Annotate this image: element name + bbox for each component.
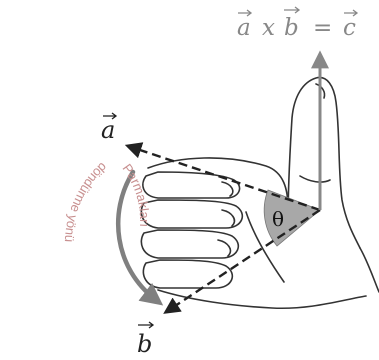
- hand-illustration: [140, 76, 379, 310]
- thumbnail: [315, 83, 326, 99]
- fingernail-index: [221, 181, 234, 197]
- fingernail-middle: [221, 209, 236, 227]
- palm-crease: [245, 211, 285, 283]
- curved-text-dondurme-yonu: döndürme yönü: [62, 160, 110, 243]
- middle-finger: [140, 199, 244, 229]
- hand-back-outline: [157, 289, 367, 310]
- palm-outline: [147, 157, 289, 209]
- vector-a-label: a: [101, 116, 115, 144]
- fingernail-ring: [217, 239, 232, 257]
- pinky-finger: [142, 259, 234, 289]
- thumb-outline: [287, 76, 361, 249]
- formula-b: b: [284, 15, 299, 41]
- thumb-crease: [299, 175, 331, 183]
- vector-a-label-arrow-icon: [103, 112, 118, 120]
- vector-b-arrow: [163, 208, 321, 314]
- vector-b-label-arrow-icon: [138, 321, 155, 329]
- angle-label: θ: [272, 207, 284, 231]
- formula-c: c: [343, 15, 356, 41]
- ring-finger: [140, 229, 240, 259]
- vector-b-label: b: [137, 330, 152, 358]
- formula-equals: =: [313, 15, 332, 41]
- index-finger: [142, 171, 241, 199]
- rotation-arrow: [115, 169, 164, 306]
- formula-x: x: [262, 15, 275, 41]
- formula-b-arrow-icon: [284, 6, 301, 14]
- formula-c-arrow-icon: [344, 9, 359, 17]
- cross-product-formula: a x b = c: [237, 6, 359, 41]
- wrist-line: [359, 247, 379, 293]
- formula-a-arrow-icon: [238, 9, 253, 17]
- vector-a-arrow: [124, 142, 321, 212]
- formula-a: a: [237, 15, 251, 41]
- angle-wedge: [263, 189, 321, 247]
